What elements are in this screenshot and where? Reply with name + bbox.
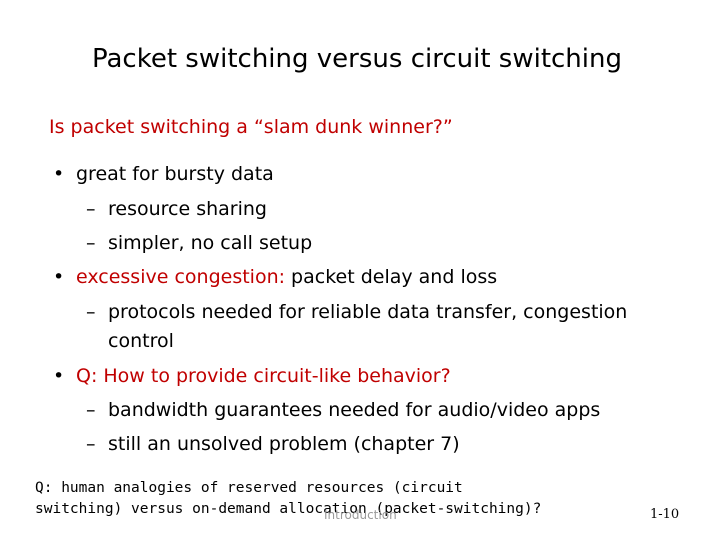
bullet-marker: • xyxy=(53,365,65,387)
bullet-lead: excessive congestion: xyxy=(76,266,286,288)
sub-bullet-text: still an unsolved problem (chapter 7) xyxy=(108,433,460,455)
slide-question: Is packet switching a “slam dunk winner?… xyxy=(49,116,453,138)
sub-bullet-marker: – xyxy=(86,198,96,220)
sub-bullet-marker: – xyxy=(86,232,96,254)
sub-bullet-text: resource sharing xyxy=(108,198,267,220)
footer-question-line2: switching) versus on-demand allocation (… xyxy=(35,501,542,517)
sub-bullet-continuation: control xyxy=(108,330,174,352)
bullet-text: Q: How to provide circuit-like behavior? xyxy=(76,365,451,387)
footer-question-line1: Q: human analogies of reserved resources… xyxy=(35,480,463,496)
sub-bullet-marker: – xyxy=(86,433,96,455)
bullet-lead: Q: How to provide circuit-like behavior? xyxy=(76,365,451,387)
section-watermark: Introduction xyxy=(324,508,397,522)
sub-bullet-text: simpler, no call setup xyxy=(108,232,313,254)
footer-question: Q: human analogies of reserved resources… xyxy=(35,478,541,520)
page-number: 1-10 xyxy=(650,507,680,522)
bullet-marker: • xyxy=(53,266,65,288)
bullet-rest: packet delay and loss xyxy=(285,266,498,288)
sub-bullet-text: bandwidth guarantees needed for audio/vi… xyxy=(108,399,601,421)
bullet-text: great for bursty data xyxy=(76,163,274,185)
sub-bullet-marker: – xyxy=(86,301,96,323)
bullet-marker: • xyxy=(53,163,65,185)
page-title: Packet switching versus circuit switchin… xyxy=(91,44,622,74)
bullet-text: excessive congestion: packet delay and l… xyxy=(76,266,497,288)
bullet-lead: great for bursty data xyxy=(76,163,274,185)
sub-bullet-text: protocols needed for reliable data trans… xyxy=(108,301,628,323)
sub-bullet-marker: – xyxy=(86,399,96,421)
